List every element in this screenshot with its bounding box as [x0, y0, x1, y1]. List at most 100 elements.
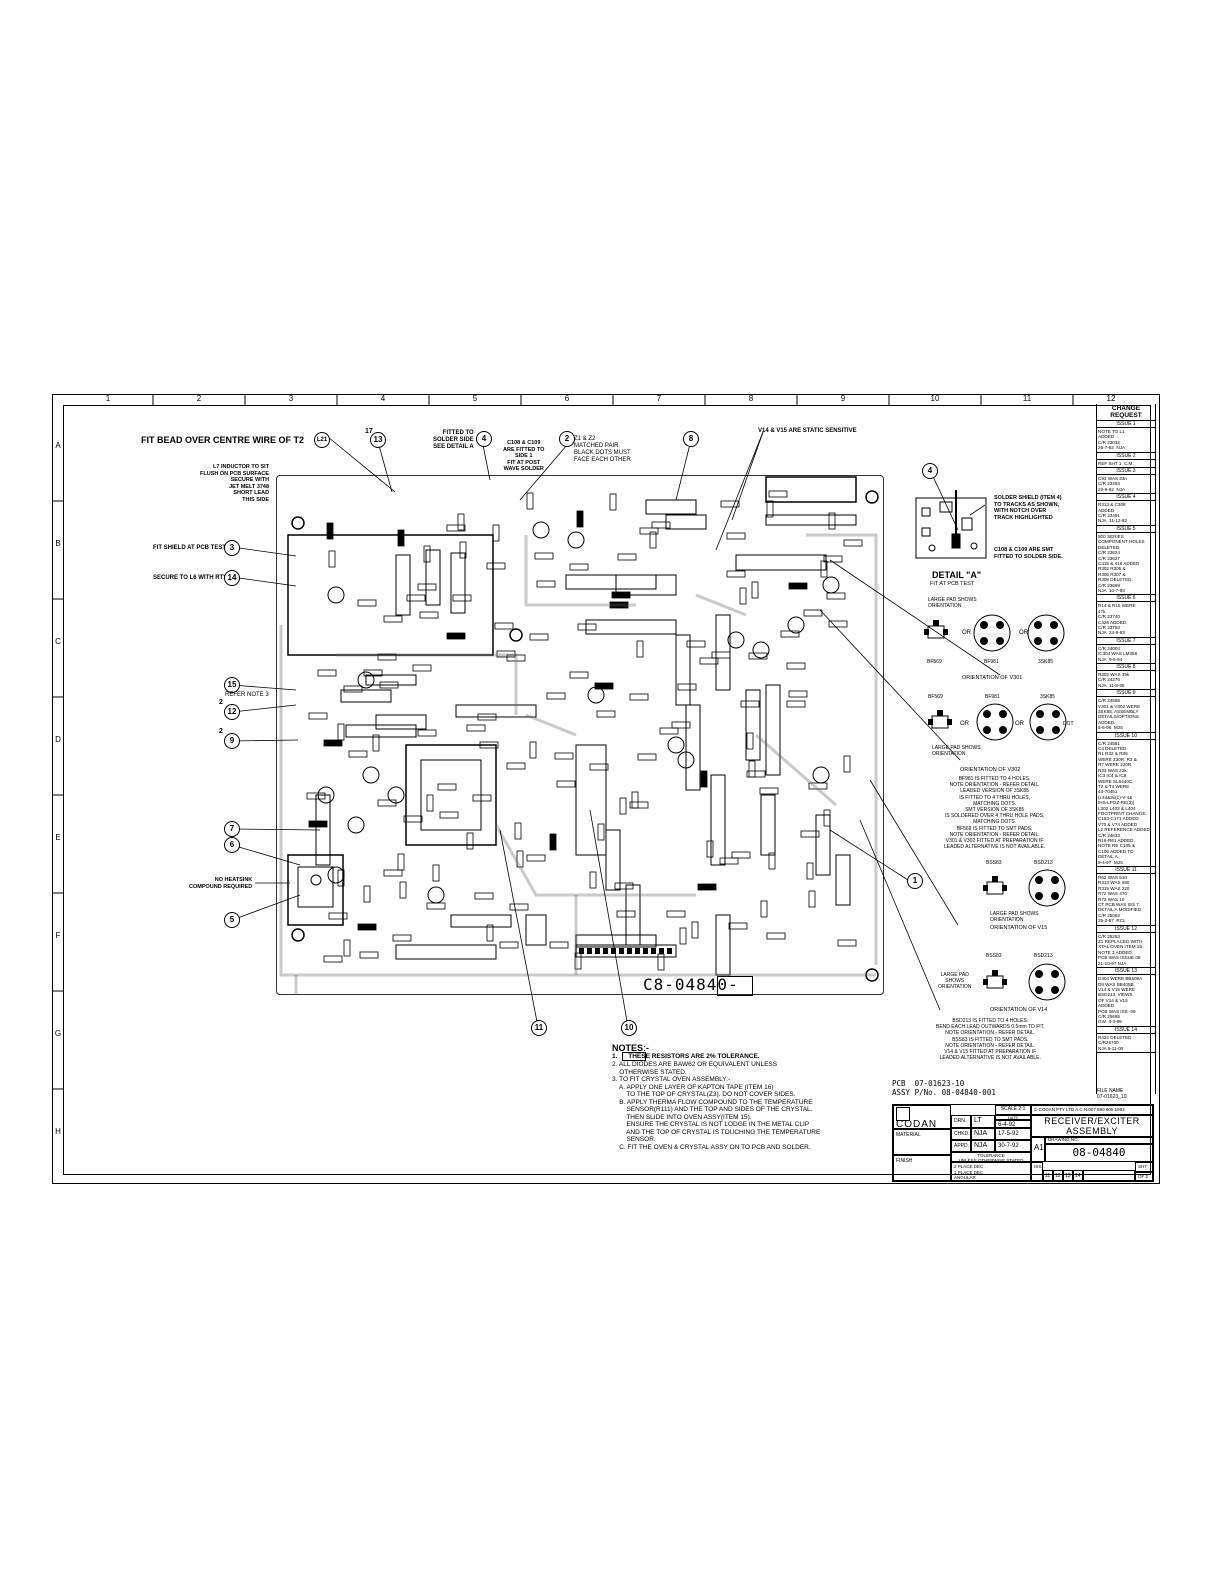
- orient-v302: ORIENTATION OF V302: [960, 767, 1021, 773]
- ic-package: [685, 704, 701, 791]
- ic-package: [365, 674, 417, 686]
- passive-component: [496, 650, 516, 658]
- passive-component: [363, 885, 371, 903]
- plcc-socket: [405, 744, 497, 846]
- passive-component: [671, 721, 691, 729]
- passive-component: [759, 787, 779, 795]
- callout-12-super: 2: [219, 699, 223, 706]
- d-connector-pins: [765, 514, 857, 526]
- passive-component: [403, 815, 423, 823]
- mounting-hole: [291, 516, 305, 530]
- passive-component: [611, 591, 631, 599]
- tb-drn-date: 6-4-92: [995, 1120, 1031, 1128]
- passive-component: [486, 924, 494, 942]
- ic-package: [340, 689, 392, 703]
- ic-package: [575, 744, 607, 856]
- mounting-hole: [865, 490, 879, 504]
- bsd213-package: [1028, 869, 1066, 907]
- bf569-package-pad: [947, 719, 952, 725]
- grid-row: D: [55, 735, 61, 744]
- passive-component: [731, 851, 751, 859]
- grid-col: 6: [564, 394, 570, 403]
- header-pin: [667, 948, 672, 954]
- pcb-track: [494, 824, 696, 897]
- tb-drn-label: DRN.: [951, 1115, 971, 1128]
- passive-component: [614, 882, 634, 890]
- issue-head: ISSUE 2: [1097, 453, 1155, 460]
- detail-a-title: DETAIL "A": [932, 570, 982, 580]
- tb-drawing-no-label: DRAWING NO.: [1045, 1137, 1153, 1144]
- ic-package: [345, 724, 417, 738]
- no-heatsink-note: NO HEATSINK COMPOUND REQUIRED: [189, 877, 253, 890]
- passive-component: [506, 654, 526, 662]
- passive-component: [788, 690, 808, 698]
- tb-tolerance: TOLERANCE UNLESS OTHERWISE STATED: [951, 1152, 1031, 1162]
- tb-sht: SHT 1: [1135, 1162, 1153, 1172]
- v15-bss83: BSS83: [986, 860, 1002, 866]
- passive-component: [437, 783, 457, 791]
- tb-appd-val: NJA: [971, 1140, 995, 1152]
- passive-component: [452, 594, 472, 602]
- callout-balloon-9: 9: [224, 733, 240, 749]
- issue-head: ISSUE 7: [1097, 638, 1155, 645]
- passive-component: [466, 724, 486, 732]
- header-pin: [579, 948, 584, 954]
- passive-component: [406, 594, 426, 602]
- passive-component: [326, 522, 334, 540]
- passive-component: [506, 762, 526, 770]
- electrolytic-capacitor: [317, 786, 335, 804]
- callout-balloon-2: 2: [559, 431, 575, 447]
- 3sk85-package-pad: [1036, 726, 1044, 734]
- 3sk85-package-pad: [1052, 710, 1060, 718]
- grid-col: 9: [840, 394, 846, 403]
- mounting-hole: [865, 968, 879, 982]
- note-1: 1. THESE RESISTORS ARE 2% TOLERANCE.: [612, 1053, 760, 1060]
- 3sk85-package: [1027, 614, 1065, 652]
- passive-component: [526, 492, 534, 510]
- issue-body: C93 WAS 33n C/R 23453 23-9-92 NJA: [1098, 476, 1127, 492]
- large-pad-note-3: LARGE PAD SHOWS ORIENTATION: [990, 911, 1039, 923]
- 3sk85-package-pad: [1050, 637, 1058, 645]
- d-connector: [765, 476, 857, 503]
- passive-component: [392, 934, 412, 942]
- electrolytic-capacitor: [752, 641, 770, 659]
- ic-package: [675, 634, 691, 706]
- grid-col: 8: [748, 394, 754, 403]
- passive-component: [609, 493, 617, 511]
- bss83-package: [986, 881, 1004, 895]
- bf981-package-pad: [996, 637, 1004, 645]
- tb-chkd-val: NJA: [971, 1128, 995, 1140]
- callout-balloon-14: 14: [224, 570, 240, 586]
- issue-body: NOTE TO L1 ADDED C/R 23032 26-7-92 NJA: [1098, 429, 1126, 451]
- v15-packages: [983, 869, 1066, 907]
- passive-component: [697, 883, 717, 891]
- passive-component: [383, 869, 403, 877]
- tb-appd-date: 30-7-92: [995, 1140, 1031, 1152]
- callout-balloon-5: 5: [224, 912, 240, 928]
- v14-bss83: BSS83: [986, 953, 1002, 959]
- electrolytic-capacitor: [667, 736, 685, 754]
- issue-body: REF SHT 1 C.M.: [1098, 460, 1134, 466]
- issue-body: C/R 25263 Z1 REPLACED WITH XTAL OVEN ITE…: [1098, 933, 1143, 966]
- grid-col: 7: [656, 394, 662, 403]
- ic-package: [835, 854, 851, 906]
- v301-or-1: OR: [962, 630, 971, 636]
- passive-component: [569, 563, 589, 571]
- issue-body: C/R 24568 V301 & V302 WERE 3SK85. ASSEMB…: [1098, 698, 1141, 731]
- large-pad-note-2: LARGE PAD SHOWS ORIENTATION: [932, 745, 981, 757]
- bf569-package-pad: [924, 629, 929, 635]
- rf-shield-outline: [287, 534, 494, 656]
- bf569-package: [931, 715, 949, 729]
- passive-component: [379, 681, 399, 689]
- passive-component: [457, 513, 465, 531]
- v302-packages: [928, 703, 1067, 741]
- bss83-package-pad: [983, 885, 988, 891]
- bf569-package-pad: [943, 629, 948, 635]
- file-name: FILE NAME 07-01623_10: [1097, 1088, 1127, 1100]
